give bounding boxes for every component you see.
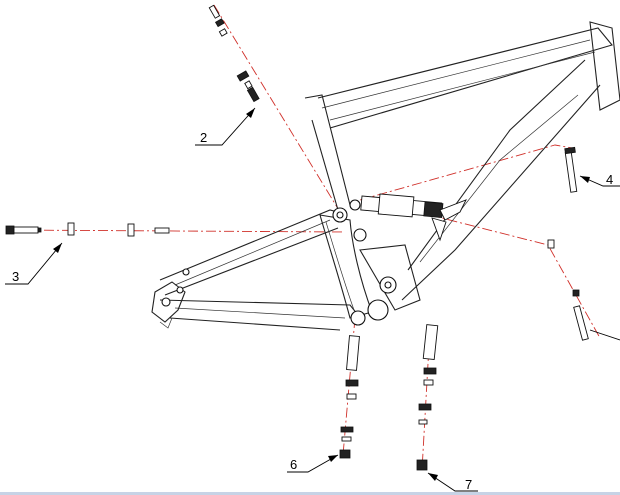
seat-tube-pivot	[353, 228, 367, 242]
chainstay-pivot	[350, 310, 366, 326]
callout-7: 7	[465, 477, 472, 492]
callout-2: 2	[200, 130, 207, 145]
callout-6: 6	[290, 457, 297, 472]
hardware-stack-6	[339, 335, 360, 459]
rear-shock	[360, 193, 467, 242]
axis-2	[213, 4, 341, 213]
leader-lower-right	[589, 329, 620, 341]
callout-4: 4	[606, 172, 613, 187]
leader-3	[5, 242, 63, 285]
leader-arrow-icon	[328, 455, 338, 462]
callout-3: 3	[12, 269, 19, 284]
leader-arrow-icon	[580, 176, 590, 183]
leader-arrow-icon	[428, 473, 438, 481]
leader-lines	[5, 107, 620, 492]
hardware-stack-7	[416, 324, 439, 471]
callout-labels: 2 3 4 6 7	[12, 130, 613, 492]
axis-4-lower	[429, 214, 601, 339]
leader-6	[287, 454, 339, 473]
hardware-stack-2	[208, 4, 260, 103]
rear-triangle	[151, 209, 373, 331]
bb-shell	[367, 299, 389, 321]
leader-2	[195, 107, 256, 146]
leader-7	[427, 472, 478, 492]
hardware-stack-3	[5, 222, 170, 237]
axis-3	[7, 229, 346, 233]
hardware-stack-4	[547, 146, 589, 341]
leader-arrow-icon	[53, 243, 62, 253]
leader-arrow-icon	[246, 108, 255, 118]
axis-4-upper	[359, 144, 573, 201]
window-bottom-edge	[0, 492, 620, 495]
pivots	[332, 199, 397, 326]
